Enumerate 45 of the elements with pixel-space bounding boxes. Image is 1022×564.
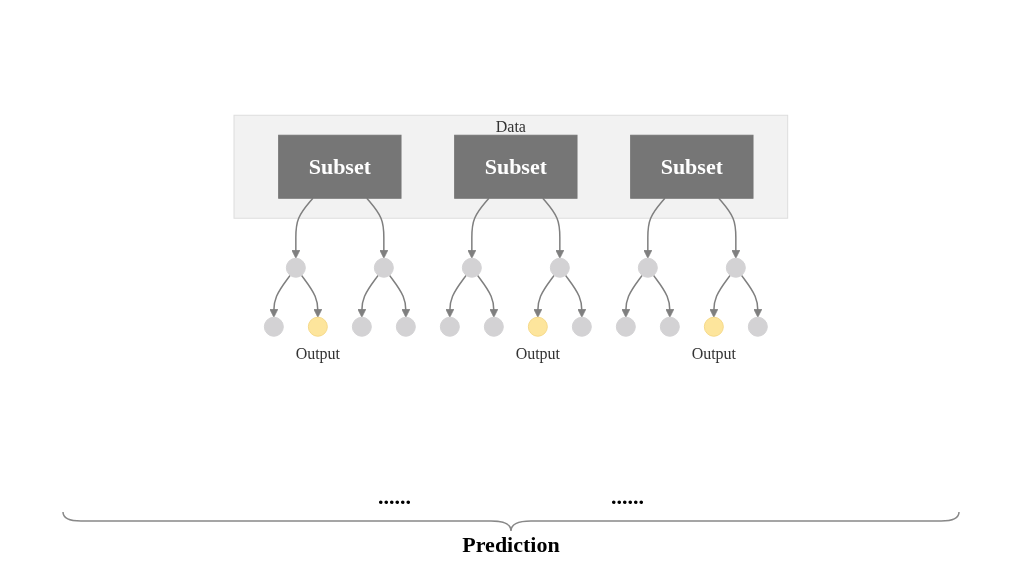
arrow [388,274,411,318]
arrow [291,197,314,259]
tree-node-circle [748,316,768,337]
arrow [718,197,741,259]
tree-node-circle [572,316,592,337]
ellipsis-text: ...... [611,484,644,510]
tree-node-circle [396,316,416,337]
subset-box: Subset [278,134,402,199]
arrow [366,197,389,259]
arrow [709,274,732,318]
tree-node-circle [462,257,482,278]
arrow [643,197,666,259]
ellipsis-text: ...... [378,484,411,510]
tree-node-circle [286,257,306,278]
tree-node-circle [352,316,372,337]
arrow [269,274,292,318]
tree-node-circle [308,316,328,337]
tree-node-circle [638,257,658,278]
arrow [300,274,323,318]
arrow [621,274,644,318]
arrow [357,274,380,318]
subset-box: Subset [454,134,578,199]
arrow [533,274,556,318]
tree-node-circle [374,257,394,278]
tree-node-circle [484,316,504,337]
tree-node-circle [704,316,724,337]
prediction-label: Prediction [462,532,560,557]
arrow [467,197,490,259]
arrow [445,274,468,318]
tree-node-circle [528,316,548,337]
tree-node-circle [550,257,570,278]
tree-node-circle [726,257,746,278]
arrow [740,274,763,318]
output-caption: Output [515,344,561,362]
output-caption: Output [295,344,341,362]
tree-node-circle [264,316,284,337]
arrow [564,274,587,318]
output-caption: Output [691,344,737,362]
tree-node-circle [616,316,636,337]
tree-node-circle [660,316,680,337]
tree-node-circle [440,316,460,337]
subset-box: Subset [630,134,754,199]
arrow [652,274,675,318]
arrow [542,197,565,259]
arrow [476,274,499,318]
